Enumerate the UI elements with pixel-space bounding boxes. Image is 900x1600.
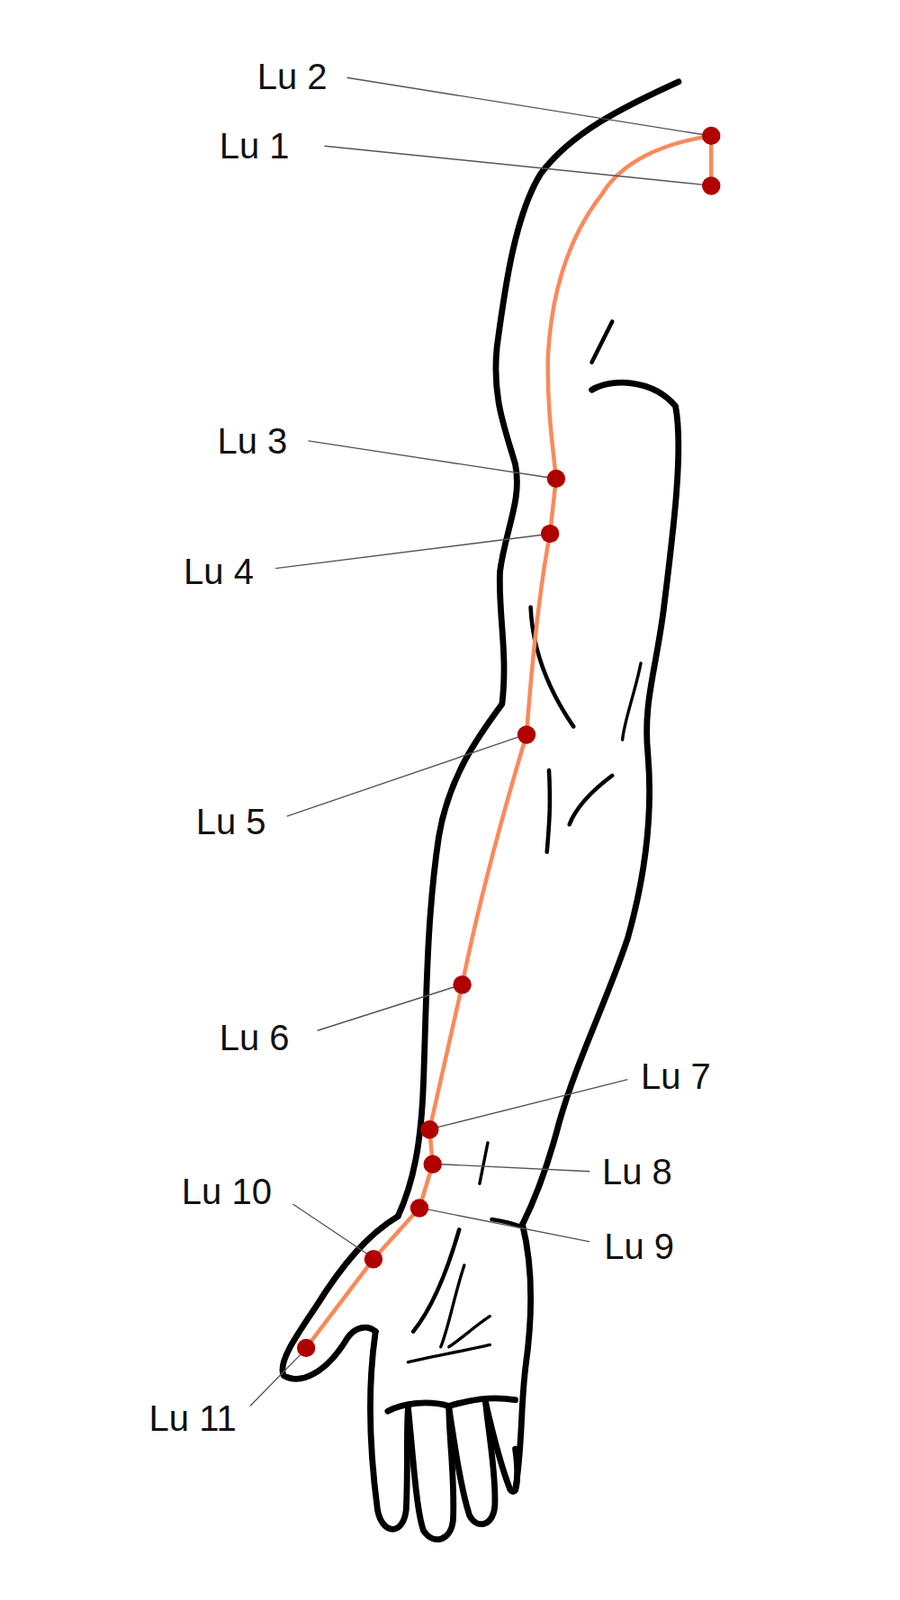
arm-outline: [282, 81, 679, 1540]
point-label: Lu 7: [640, 1058, 711, 1095]
point-label: Lu 11: [149, 1400, 237, 1437]
point-label: Lu 5: [196, 803, 267, 840]
acupoint-dots: [297, 126, 721, 1358]
point-label: Lu 8: [602, 1153, 673, 1190]
point-label: Lu 3: [216, 423, 288, 459]
point-label: Lu 1: [219, 127, 290, 164]
point-label: Lu 6: [219, 1019, 290, 1056]
point-label: Lu 10: [181, 1173, 272, 1210]
point-label: Lu 4: [183, 553, 254, 590]
point-label: Lu 9: [603, 1228, 675, 1265]
meridian-line: [306, 135, 711, 1349]
point-label: Lu 2: [257, 58, 328, 95]
leader-lines: [250, 77, 705, 1406]
